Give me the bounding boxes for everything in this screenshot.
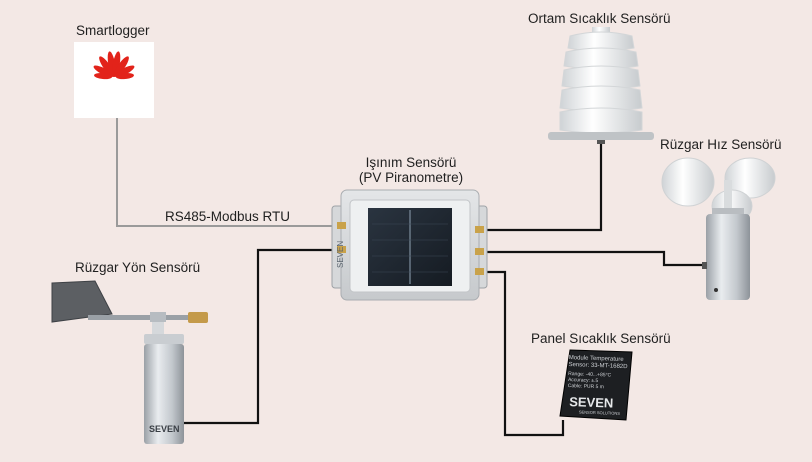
wires (116, 118, 706, 437)
huawei-petals-icon (93, 51, 135, 80)
wind-direction-brand-text: SEVEN (149, 424, 180, 434)
panel-module-text-3: Range: -40...+85°C (568, 371, 612, 379)
wire-wind-speed (482, 250, 706, 267)
wind-direction-label: Rüzgar Yön Sensörü (75, 260, 201, 275)
panel-module-text-1: Module Temperature (569, 355, 625, 363)
ambient-temperature-label: Ortam Sıcaklık Sensörü (528, 11, 671, 26)
irradiance-sensor-title: Işınım Sensörü (365, 155, 457, 170)
ambient-temperature-sensor-device (548, 27, 654, 144)
rs485-label: RS485-Modbus RTU (165, 209, 291, 224)
wind-speed-label: Rüzgar Hız Sensörü (660, 137, 782, 152)
panel-module-text-5: Cable: PUR 5 m (568, 383, 604, 390)
panel-module-text-4: Accuracy: ±.5 (568, 377, 599, 384)
irradiance-sensor-subtitle: (PV Piranometre) (358, 170, 464, 185)
irradiance-brand-text: SEVEN (336, 241, 345, 268)
wire-wind-direction (183, 248, 336, 425)
irradiance-sensor-label: Işınım Sensörü (PV Piranometre) (340, 155, 482, 185)
huawei-logo (74, 42, 154, 118)
wire-panel-temp (482, 270, 565, 437)
rs485-wire (116, 118, 336, 227)
irradiance-sensor-device: SEVEN (331, 189, 488, 301)
panel-temperature-label: Panel Sıcaklık Sensörü (531, 331, 671, 346)
panel-brand-text: SEVEN (569, 394, 614, 411)
smartlogger-label: Smartlogger (76, 23, 150, 38)
panel-module-text-2: Sensor: 33-MT-1682D (568, 362, 628, 370)
wind-direction-sensor-device: SEVEN (51, 280, 208, 444)
wire-ambient-temp (482, 142, 603, 232)
panel-temperature-sensor-device: Module Temperature Sensor: 33-MT-1682D R… (559, 349, 633, 421)
wind-speed-sensor-device (661, 157, 776, 300)
panel-brand-sub-text: SENSOR SOLUTIONS (579, 409, 621, 415)
